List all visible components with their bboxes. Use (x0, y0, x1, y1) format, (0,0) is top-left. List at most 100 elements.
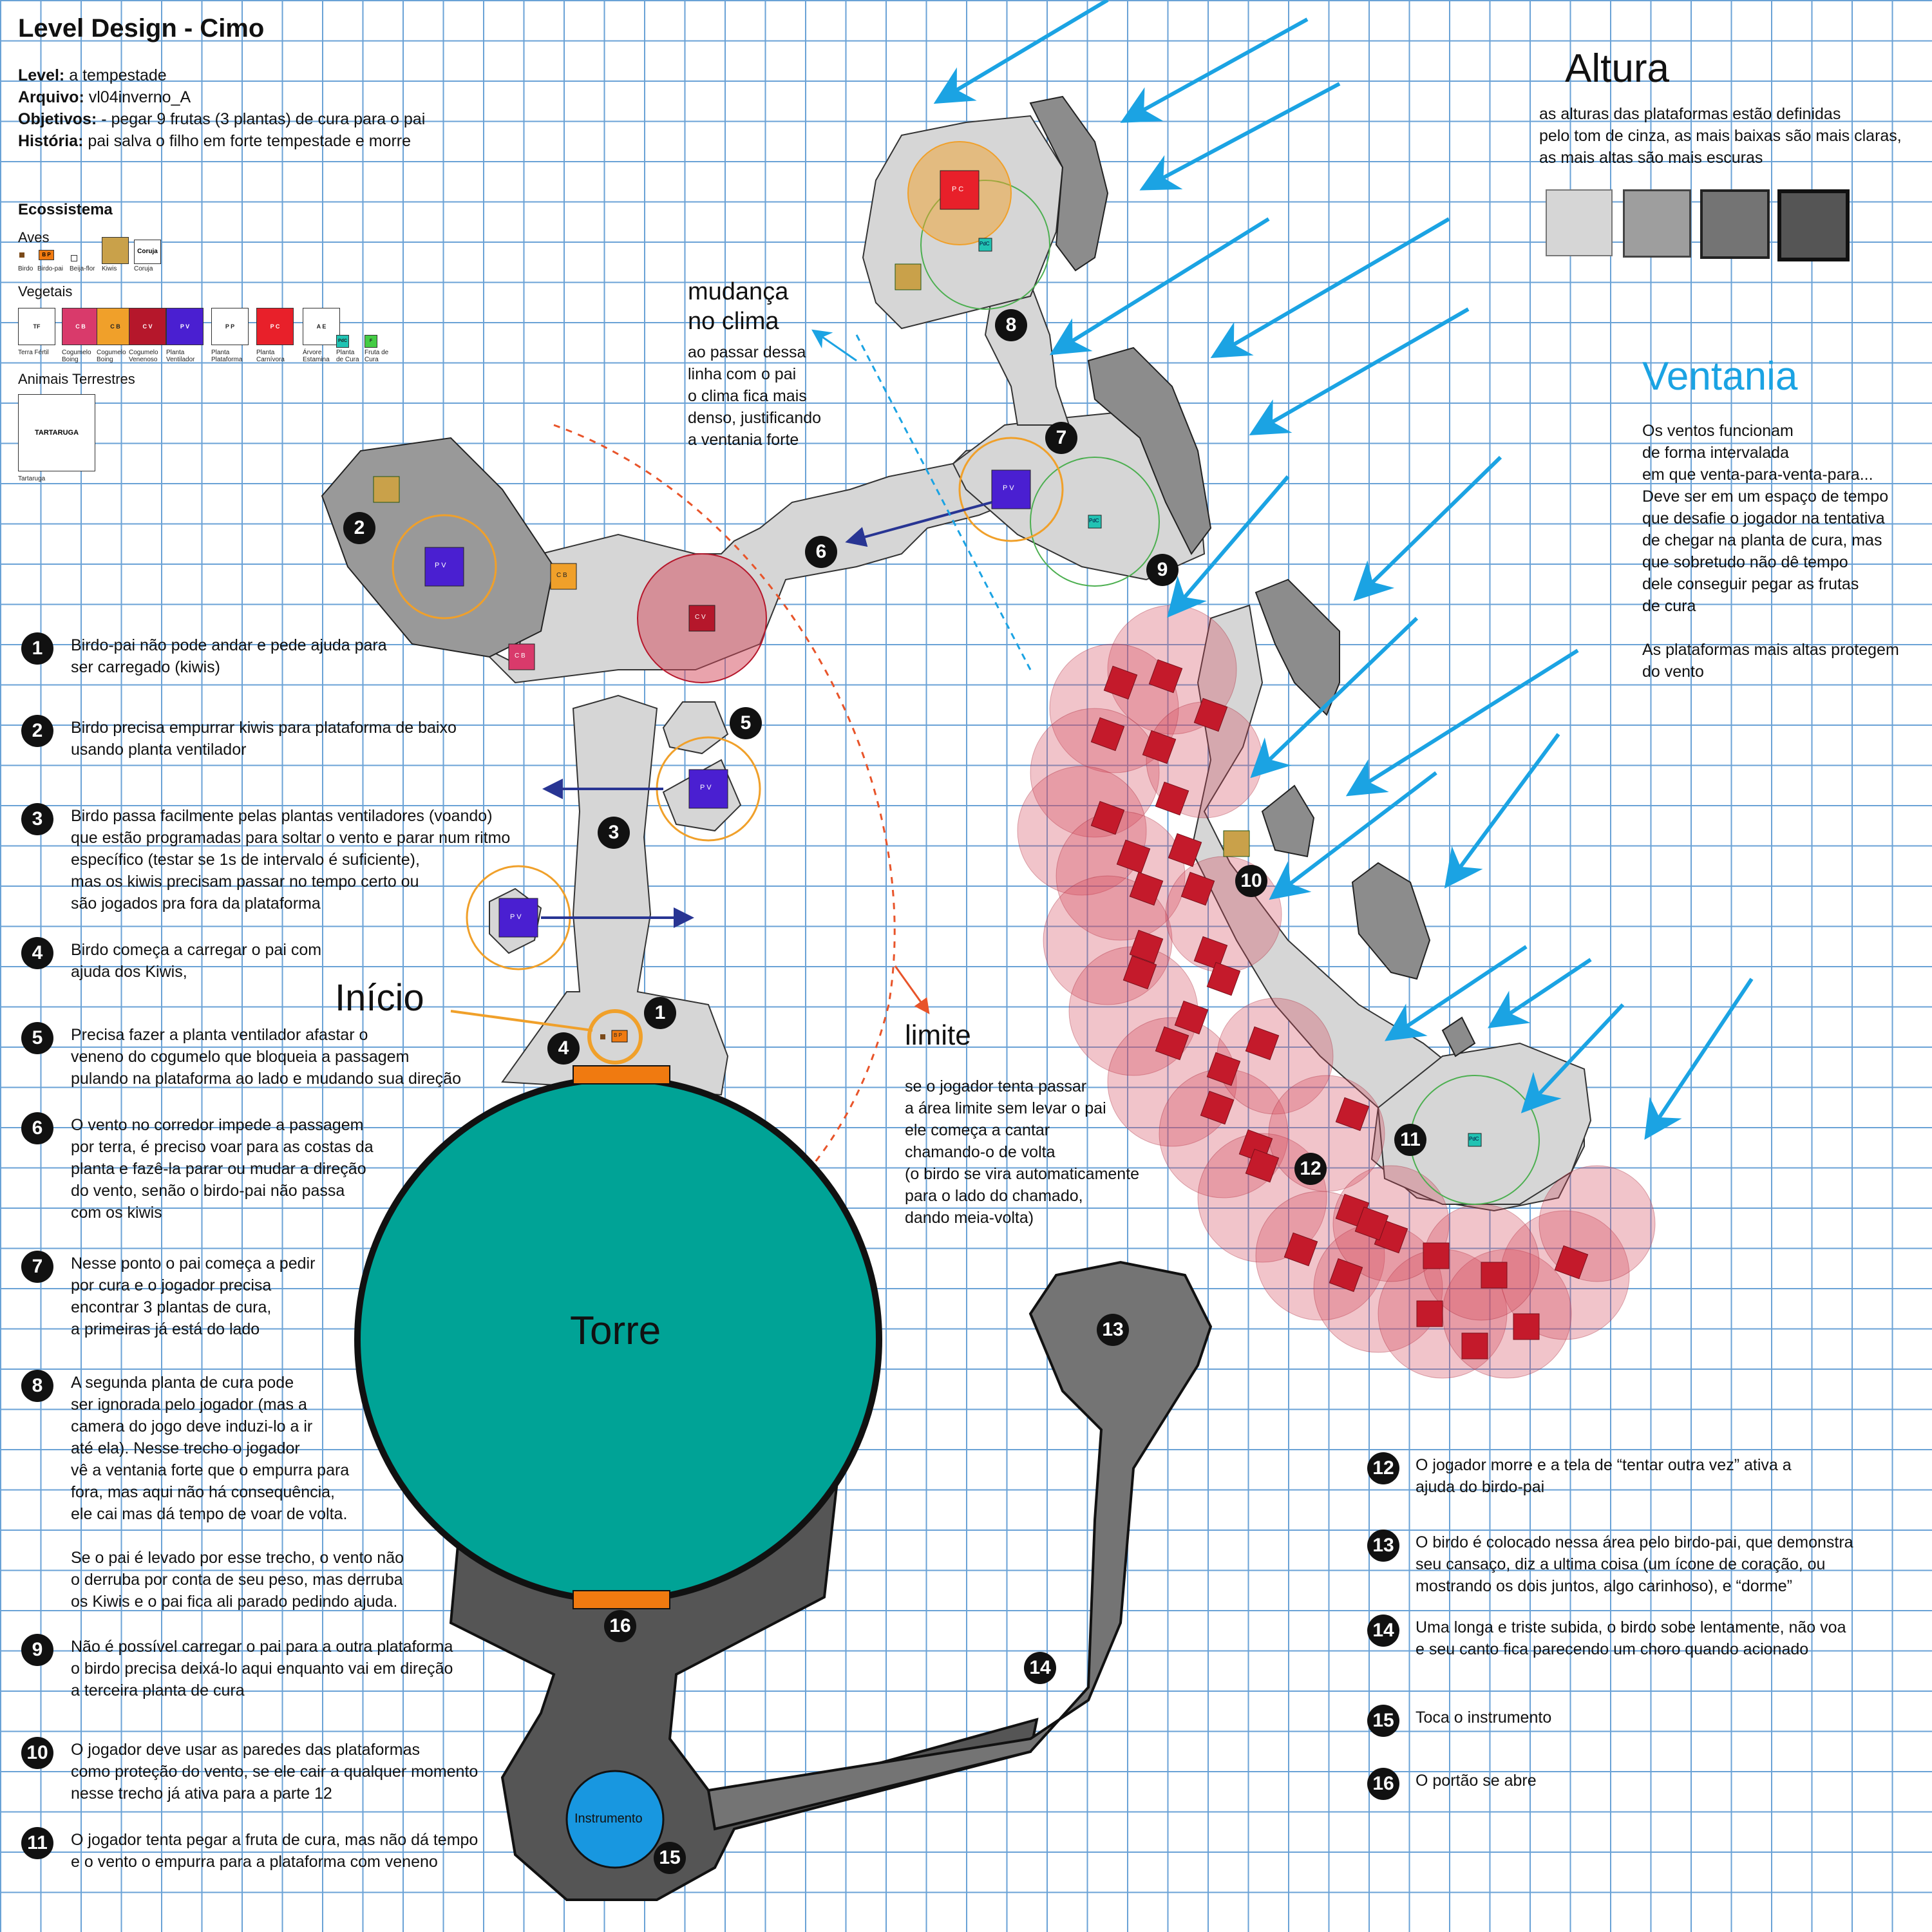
note-line: por terra, é preciso voar para as costas… (71, 1138, 374, 1156)
note-line: o birdo precisa deixá-lo aqui enquanto v… (71, 1660, 453, 1678)
fan-plant (498, 898, 538, 938)
height-swatch (1700, 189, 1770, 259)
note-line: a terceira planta de cura (71, 1681, 245, 1700)
note-text: Não é possível carregar o pai para a out… (71, 1636, 453, 1701)
map-marker: 1 (644, 997, 676, 1029)
legend-bird-name: Beija-flor (70, 265, 95, 272)
bird (600, 1034, 605, 1039)
plant-code: P C (952, 185, 964, 193)
note-line: e seu canto fica parecendo um choro quan… (1416, 1640, 1809, 1658)
legend-plants-label: Vegetais (18, 283, 73, 299)
note-line: são jogados pra fora da plataforma (71, 895, 321, 913)
note-text: O jogador deve usar as paredes das plata… (71, 1739, 478, 1804)
carnivore-plant (940, 170, 980, 210)
boing-mushroom (550, 563, 577, 590)
note-line: do vento, senão o birdo-pai não passa (71, 1182, 345, 1200)
note-text: Birdo passa facilmente pelas plantas ven… (71, 805, 510, 914)
legend-bird-name: Birdo (18, 265, 33, 272)
heal-plant (1088, 515, 1102, 529)
note-line: mostrando os dois juntos, algo carinhoso… (1416, 1577, 1793, 1595)
height-swatch (1623, 189, 1691, 258)
legend-plant-name: Planta Carnívora (256, 349, 285, 363)
note-line: Uma longa e triste subida, o birdo sobe … (1416, 1618, 1846, 1636)
note-line: O jogador tenta pegar a fruta de cura, m… (71, 1831, 478, 1849)
note-line (71, 1525, 404, 1547)
note-text: O jogador tenta pegar a fruta de cura, m… (71, 1829, 478, 1873)
poison-mushroom (688, 605, 715, 632)
note-number: 8 (21, 1370, 53, 1402)
map-marker: 10 (1235, 865, 1267, 897)
note-line: pulando na plataforma ao lado e mudando … (71, 1070, 461, 1088)
map-marker: 9 (1146, 554, 1179, 586)
map-marker: 8 (995, 309, 1027, 341)
legend-plant-name: Cogumelo Boing (97, 349, 126, 363)
note-line: seu cansaço, diz a ultima coisa (um ícon… (1416, 1555, 1826, 1573)
note-number: 16 (1367, 1768, 1399, 1800)
note-number: 1 (21, 632, 53, 665)
map-marker: 6 (805, 536, 837, 568)
note-text: Uma longa e triste subida, o birdo sobe … (1416, 1616, 1846, 1660)
meta-level: Level: a tempestade (18, 66, 167, 84)
legend-plant-icon: P V (166, 308, 204, 345)
height-title: Altura (1565, 46, 1669, 91)
wind-arrows (933, 0, 1754, 1140)
note-text: O birdo é colocado nessa área pelo birdo… (1416, 1531, 1853, 1597)
boing-mushroom (508, 643, 535, 670)
legend-plant-name: Cogumelo Boing (62, 349, 91, 363)
legend-father-icon: B P (39, 250, 54, 260)
note-line: encontrar 3 plantas de cura, (71, 1298, 272, 1316)
map-marker: 14 (1024, 1652, 1056, 1684)
note-line: planta e fazê-la parar ou mudar a direçã… (71, 1160, 366, 1178)
plant-code: PdC (980, 241, 990, 247)
note-line: Birdo precisa empurrar kiwis para plataf… (71, 719, 457, 737)
note-line: O birdo é colocado nessa área pelo birdo… (1416, 1533, 1853, 1551)
fan-plant (688, 769, 728, 809)
height-text: as alturas das plataformas estão definid… (1539, 105, 1902, 167)
poison-mushrooms (1090, 659, 1589, 1359)
fan-plant (991, 469, 1031, 509)
plant-code: PdC (1089, 518, 1099, 524)
note-number: 13 (1367, 1530, 1399, 1562)
legend-plant-name: Fruta de Cura (365, 349, 389, 363)
note-line: que estão programadas para soltar o vent… (71, 829, 511, 847)
note-line: a primeiras já está do lado (71, 1320, 260, 1338)
note-line: Não é possível carregar o pai para a out… (71, 1638, 453, 1656)
note-line: O jogador morre e a tela de “tentar outr… (1416, 1456, 1792, 1474)
note-line: por cura e o jogador precisa (71, 1276, 272, 1294)
instrument-label: Instrumento (574, 1812, 643, 1826)
note-line: Toca o instrumento (1416, 1709, 1552, 1727)
note-number: 5 (21, 1022, 53, 1054)
note-line: vê a ventania forte que o empurra para (71, 1461, 350, 1479)
plant-code: PdC (1469, 1136, 1479, 1142)
legend-bird-name: Birdo-pai (37, 265, 64, 272)
plant-code: P V (1003, 484, 1014, 492)
kiwi-group (373, 263, 1250, 857)
page-title: Level Design - Cimo (18, 14, 265, 43)
legend-bird-name: Coruja (134, 265, 153, 272)
note-number: 11 (21, 1827, 53, 1859)
note-line: ajuda dos Kiwis, (71, 963, 187, 981)
plant-markers (373, 170, 1482, 1147)
plant-code: P V (510, 913, 522, 921)
height-swatch (1777, 189, 1850, 261)
heal-plant (978, 238, 992, 252)
legend-bird-icon (19, 252, 24, 258)
note-line: específico (testar se 1s de intervalo é … (71, 851, 420, 869)
map-marker: 3 (598, 817, 630, 849)
map-marker: 11 (1394, 1124, 1426, 1156)
start-pointer (450, 1010, 593, 1032)
legend-birds-label: Aves (18, 229, 50, 245)
note-line: Nesse ponto o pai começa a pedir (71, 1255, 316, 1273)
legend-plant-icon: A E (303, 308, 340, 345)
note-line: ser carregado (kiwis) (71, 658, 221, 676)
legend-hummingbird-icon (71, 255, 77, 261)
legend-land-label: Animais Terrestres (18, 371, 135, 387)
start-ring (587, 1009, 643, 1065)
